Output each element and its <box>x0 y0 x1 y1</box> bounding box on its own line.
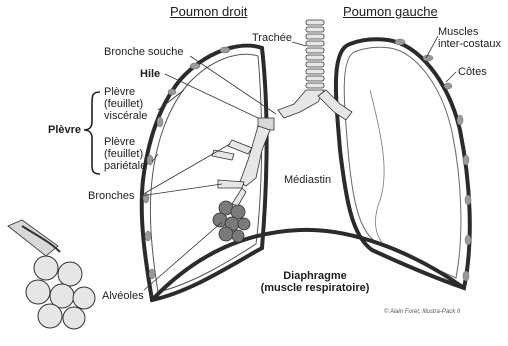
alveolus <box>219 227 233 241</box>
trachea-ring <box>306 20 324 25</box>
rib-marker <box>145 231 151 241</box>
label-ribs: Côtes <box>458 66 487 78</box>
inset-alveolus <box>58 262 82 286</box>
label-intercostal-muscles: Muscles inter-costaux <box>438 26 501 50</box>
bronchus-branch-mid <box>212 150 234 160</box>
leader-line-bronches-b <box>140 184 222 196</box>
pleura-bracket <box>84 92 100 174</box>
label-bronchi: Bronches <box>88 190 134 202</box>
alveoli-magnified-inset <box>8 220 95 329</box>
rib-marker <box>168 89 176 95</box>
inset-alveolus <box>34 256 58 280</box>
parietal-pleura-line: (feuillet) <box>104 148 146 160</box>
rib-marker <box>220 47 230 53</box>
inset-alveolus <box>26 280 50 304</box>
rib-marker <box>157 117 163 127</box>
parietal-pleura-line: pariétale <box>104 160 146 172</box>
parietal-pleura-line: Plèvre <box>104 136 146 148</box>
trachea-ring <box>306 83 324 88</box>
label-main-bronchus: Bronche souche <box>104 46 184 58</box>
rib-marker <box>190 63 200 69</box>
rib-marker <box>463 271 469 281</box>
rib-marker <box>444 83 452 89</box>
bronchus-branch-upper <box>228 140 252 154</box>
diaphragm-line: Diaphragme <box>250 270 380 282</box>
credit-text: © Alain Foret, Illustra-Pack II <box>384 306 460 318</box>
label-trachea: Trachée <box>252 32 292 44</box>
left-lung-fissure <box>370 90 384 242</box>
visceral-pleura-line: (feuillet) <box>104 98 147 110</box>
trachea-ring <box>306 27 324 32</box>
rib-marker <box>465 235 471 245</box>
rib-marker <box>463 155 469 165</box>
inset-bronchiole <box>8 220 58 256</box>
trachea-ring <box>306 41 324 46</box>
bronchial-tree <box>212 90 352 206</box>
trachea-ring <box>306 62 324 67</box>
trachea-ring <box>306 34 324 39</box>
rib-marker <box>395 39 405 45</box>
alveolus <box>232 230 244 242</box>
label-mediastinum: Médiastin <box>284 174 331 186</box>
inset-alveolus <box>73 287 95 309</box>
ribs-right <box>143 47 230 279</box>
alveoli-cluster <box>213 201 250 242</box>
leader-line-ribs <box>446 72 456 82</box>
rib-marker <box>147 155 153 165</box>
label-hilum: Hile <box>140 68 160 80</box>
trachea-ring <box>306 55 324 60</box>
title-right-lung: Poumon droit <box>170 6 247 18</box>
main-bronchus-right <box>278 90 324 118</box>
trachea-structure <box>306 20 324 88</box>
left-lung-visceral-pleura <box>344 47 461 278</box>
leader-line-trachea <box>292 42 306 46</box>
label-diaphragm: Diaphragme (muscle respiratoire) <box>250 270 380 294</box>
visceral-pleura-line: Plèvre <box>104 86 147 98</box>
rib-marker <box>457 115 463 125</box>
visceral-pleura-line: viscérale <box>104 110 147 122</box>
diaphragm-line: (muscle respiratoire) <box>250 282 380 294</box>
intercostal-muscles-line: Muscles <box>438 26 501 38</box>
intercostal-muscles-line: inter-costaux <box>438 38 501 50</box>
trachea-ring <box>306 69 324 74</box>
left-lung-parietal-pleura <box>336 39 470 288</box>
label-parietal-pleura: Plèvre (feuillet) pariétale <box>104 136 146 172</box>
rib-marker <box>149 269 155 279</box>
inset-alveolus <box>63 307 85 329</box>
alveolus <box>238 218 250 230</box>
rib-marker <box>465 195 471 205</box>
leader-line-muscles <box>426 36 438 58</box>
inset-alveolus <box>38 304 62 328</box>
title-left-lung: Poumon gauche <box>343 6 438 18</box>
label-alveoli: Alvéoles <box>102 290 144 302</box>
rib-marker <box>423 55 433 61</box>
label-pleura: Plèvre <box>48 124 81 136</box>
bronchiole-to-alveoli <box>232 188 246 206</box>
trachea-ring <box>306 48 324 53</box>
label-visceral-pleura: Plèvre (feuillet) viscérale <box>104 86 147 122</box>
trachea-ring <box>306 76 324 81</box>
